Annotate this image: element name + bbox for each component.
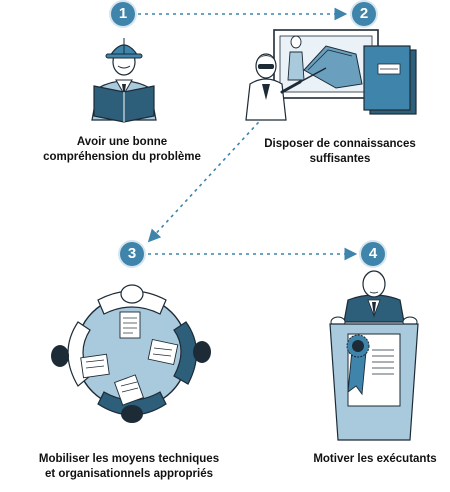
step-3-caption: Mobiliser les moyens techniques et organ… (14, 452, 244, 482)
speaker-podium-icon (329, 270, 419, 441)
document-icon (119, 311, 141, 339)
arrow-2-to-3 (147, 111, 269, 243)
meeting-table-icon (51, 284, 211, 423)
step-2-caption-line: Disposer de connaissances (264, 138, 416, 150)
step-1-caption-line: Avoir une bonne (76, 136, 168, 148)
step-2-caption: Disposer de connaissances suffisantes (245, 137, 435, 167)
step-4-badge: 4 (361, 242, 385, 266)
document-icon (113, 374, 145, 406)
step-1-caption: Avoir une bonne compréhension du problèm… (22, 135, 222, 165)
step-1-badge: 1 (111, 2, 135, 26)
rosette-icon (346, 334, 370, 396)
person-top (97, 284, 167, 315)
document-icon (147, 338, 179, 366)
presenter-board-icon (245, 29, 417, 121)
person-bottom (97, 391, 167, 423)
step-2-caption-line: suffisantes (309, 153, 371, 165)
step-2-badge: 2 (352, 2, 376, 26)
step-3-caption-line: et organisationnels appropriés (44, 468, 214, 480)
step-1-caption-line: compréhension du problème (43, 151, 201, 163)
document-icon (80, 353, 110, 379)
step-3-caption-line: Mobiliser les moyens techniques (38, 453, 220, 465)
engineer-reading-icon (91, 38, 157, 123)
step-4-caption: Motiver les exécutants (290, 452, 450, 467)
step-3-badge: 3 (120, 242, 144, 266)
step-4-caption-line: Motiver les exécutants (313, 453, 437, 465)
person-right (173, 321, 211, 385)
